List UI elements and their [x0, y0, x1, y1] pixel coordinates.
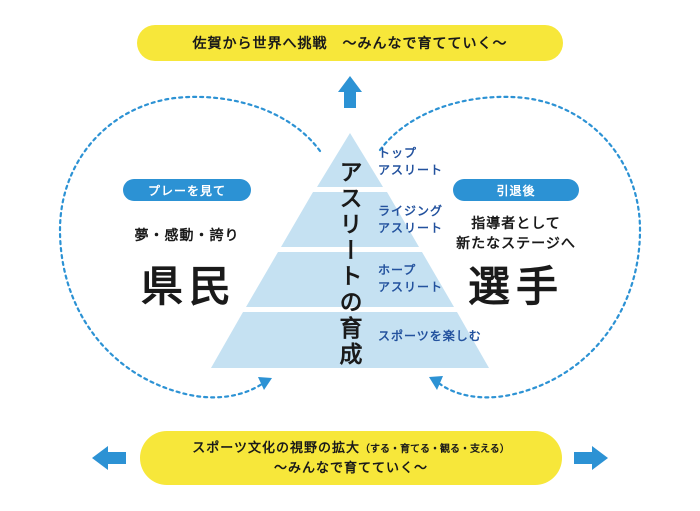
- right-pill: 引退後: [453, 179, 579, 201]
- level-enjoy-sports: スポーツを楽しむ: [378, 328, 482, 345]
- top-banner-text: 佐賀から世界へ挑戦 〜みんなで育てていく〜: [192, 36, 508, 52]
- right-big-label: 選手: [467, 262, 564, 311]
- pyramid: [211, 133, 489, 368]
- dotted-cycle-arrow-icon: [378, 95, 642, 399]
- left-big-label: 県民: [140, 262, 237, 311]
- pyramid-tier-rising: [281, 192, 419, 247]
- bottom-banner-line2: 〜みんなで育てていく〜: [273, 460, 428, 476]
- level-hope-athlete: ホープ アスリート: [378, 262, 443, 296]
- level-label-line1: ライジング: [378, 204, 444, 218]
- level-label-line2: アスリート: [378, 280, 444, 294]
- level-label-line2: アスリート: [378, 221, 444, 235]
- bottom-banner-line1: スポーツ文化の視野の拡大（する・育てる・観る・支える）: [192, 439, 509, 459]
- level-label-line2: アスリート: [378, 163, 444, 177]
- dotted-cycle-arrow-icon: [58, 95, 322, 399]
- arrow-right-icon: [574, 446, 608, 470]
- level-label-line1: スポーツを楽しむ: [378, 329, 482, 343]
- level-rising-athlete: ライジング アスリート: [378, 203, 443, 237]
- level-top-athlete: トップ アスリート: [378, 145, 443, 179]
- pyramid-tier-top: [317, 133, 383, 187]
- right-subtitle-line1: 指導者として: [471, 216, 561, 232]
- pyramid-tier-sport: [211, 312, 489, 368]
- bottom-banner-main: スポーツ文化の視野の拡大: [192, 440, 361, 456]
- level-label-line1: トップ: [378, 146, 418, 160]
- bottom-banner-sub: （する・育てる・観る・支える）: [360, 443, 510, 455]
- arrow-left-icon: [92, 446, 126, 470]
- right-subtitle-line2: 新たなステージへ: [456, 236, 576, 252]
- left-subtitle: 夢・感動・誇り: [134, 228, 240, 244]
- top-banner: 佐賀から世界へ挑戦 〜みんなで育てていく〜: [137, 25, 563, 61]
- left-pill: プレーを見て: [123, 179, 251, 201]
- arrow-up-icon: [338, 76, 362, 108]
- pyramid-title: アスリートの育成: [335, 160, 361, 368]
- level-label-line1: ホープ: [378, 263, 417, 277]
- pyramid-tier-hope: [246, 252, 454, 307]
- right-subtitle: 指導者として 新たなステージへ: [438, 214, 594, 254]
- bottom-banner: スポーツ文化の視野の拡大（する・育てる・観る・支える） 〜みんなで育てていく〜: [140, 431, 562, 485]
